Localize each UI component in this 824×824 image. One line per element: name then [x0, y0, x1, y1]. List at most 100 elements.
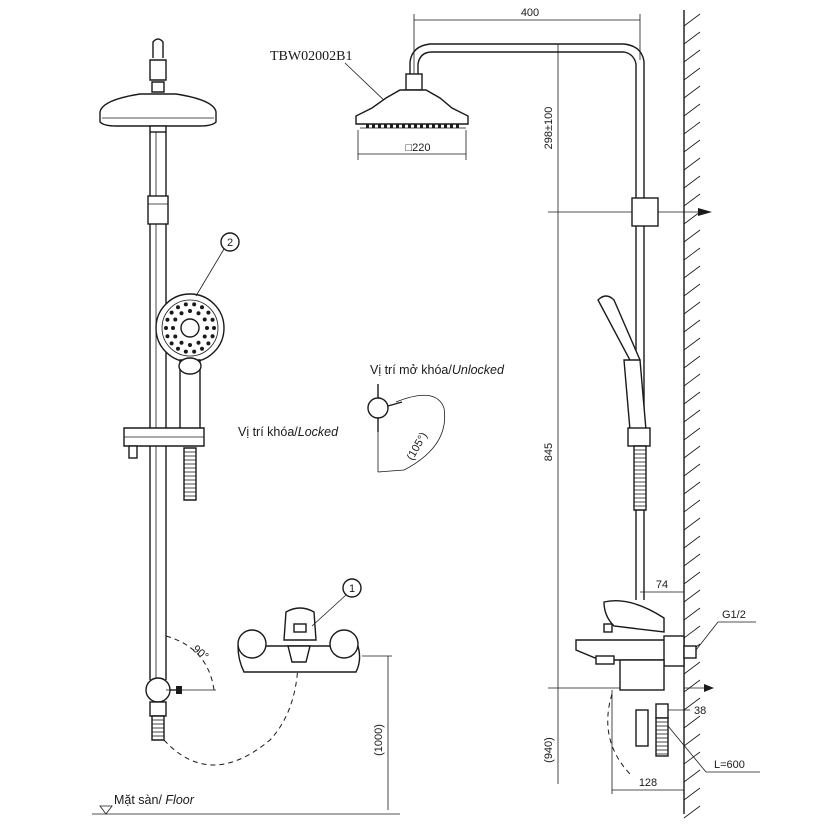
head-nozzle	[396, 124, 399, 128]
hatch-line	[683, 211, 701, 225]
nozzle-dot	[164, 326, 168, 330]
arm-nut	[405, 73, 423, 91]
side-wall-bracket	[631, 197, 659, 227]
hand-shower-ring	[161, 299, 219, 357]
side-hand-shower-head	[597, 295, 641, 365]
head-nozzle	[408, 124, 411, 128]
mixer-left-flange	[237, 629, 267, 659]
side-shower-head	[355, 89, 469, 125]
hatch-line	[683, 319, 701, 333]
hatch-line	[683, 625, 701, 639]
hand-shower-center	[180, 318, 200, 338]
nozzle-dot	[200, 305, 204, 310]
front-mixer-faucet	[237, 607, 361, 673]
front-hose-ribs	[184, 451, 196, 497]
head-nozzle	[456, 124, 459, 128]
hatch-line	[683, 175, 701, 189]
callout-2-leader	[195, 248, 225, 297]
model-leader	[344, 62, 389, 105]
head-nozzle	[366, 124, 369, 128]
head-nozzle	[450, 124, 453, 128]
dim-128-label: 128	[639, 777, 657, 789]
hatch-line	[683, 445, 701, 459]
hatch-line	[683, 553, 701, 567]
head-nozzle	[390, 124, 393, 128]
hatch-line	[683, 337, 701, 351]
hatch-line	[683, 535, 701, 549]
side-mixer-lower	[619, 659, 665, 691]
front-riser-inlet	[149, 701, 167, 717]
side-lower-hose-right	[655, 717, 669, 757]
hatch-line	[683, 607, 701, 621]
side-lower-anchor	[704, 684, 714, 692]
hatch-line	[683, 499, 701, 513]
hatch-line	[683, 31, 701, 45]
head-nozzle	[414, 124, 417, 128]
nozzle-dot	[206, 341, 211, 346]
nozzle-dot	[165, 317, 170, 322]
l600-label: L=600	[714, 759, 745, 771]
nozzle-dot	[192, 302, 197, 307]
nozzle-dot	[173, 334, 178, 339]
nozzle-dot	[188, 343, 192, 347]
side-mixer-flange	[663, 635, 685, 667]
callout-2-circle	[220, 232, 240, 252]
front-top-nipple	[149, 38, 167, 93]
arm-outer	[409, 43, 645, 200]
nozzle-dot	[202, 334, 207, 339]
head-nozzle	[378, 124, 381, 128]
hatch-line	[683, 733, 701, 747]
hatch-line	[683, 193, 701, 207]
nozzle-dot	[205, 326, 209, 330]
hatch-line	[683, 751, 701, 765]
hand-shower-nozzles	[164, 302, 216, 354]
callout-1-leader	[311, 594, 347, 627]
head-nozzle	[420, 124, 423, 128]
nozzle-dot	[176, 346, 180, 351]
hatch-line	[683, 373, 701, 387]
side-lower-hose-left	[635, 709, 649, 747]
head-nozzle	[384, 124, 387, 128]
hatch-line	[683, 715, 701, 729]
model-label: TBW02002B1	[270, 49, 352, 64]
hatch-line	[683, 517, 701, 531]
side-mixer-spout	[595, 655, 615, 665]
hatch-line	[683, 409, 701, 423]
side-mixer-knob	[603, 623, 613, 633]
wall-hatch	[683, 13, 701, 819]
callout-1-circle	[342, 578, 362, 598]
dim-845-label: 845	[543, 443, 555, 461]
side-mixer-faucet	[575, 600, 714, 692]
side-slide-bracket	[627, 427, 651, 447]
arm-inner	[417, 51, 637, 200]
side-lower-connector	[655, 703, 669, 719]
front-lower-hose-ribs	[152, 719, 164, 737]
side-hose-ribs	[634, 449, 646, 507]
hatch-line	[683, 49, 701, 63]
hatch-line	[683, 391, 701, 405]
nozzle-dot	[210, 334, 215, 339]
hatch-line	[683, 157, 701, 171]
mixer-right-flange	[329, 629, 359, 659]
nozzle-dot	[169, 310, 174, 315]
g12-label: G1/2	[722, 609, 746, 621]
hatch-line	[683, 247, 701, 261]
dim-298-label: 298±100	[543, 107, 555, 150]
nozzle-dot	[169, 341, 174, 346]
nozzle-dot	[206, 310, 211, 315]
front-view: 2 90° 1 (1000)	[92, 38, 400, 815]
side-hose-dashed	[607, 693, 631, 775]
side-mixer-body	[575, 639, 674, 661]
mixer-spout	[287, 645, 311, 663]
hatch-line	[683, 787, 701, 801]
locked-label: Vị trí khóa/Locked	[238, 425, 339, 439]
side-mixer-inlet	[683, 645, 697, 659]
hatch-line	[683, 481, 701, 495]
front-hose-section	[183, 447, 197, 501]
lock-lever	[387, 401, 403, 407]
angle-90-label: 90°	[190, 643, 210, 663]
hatch-line	[683, 679, 701, 693]
nozzle-dot	[176, 305, 180, 310]
lock-angle-label: (105°)	[405, 430, 430, 462]
dim-220-label: □220	[406, 142, 431, 154]
